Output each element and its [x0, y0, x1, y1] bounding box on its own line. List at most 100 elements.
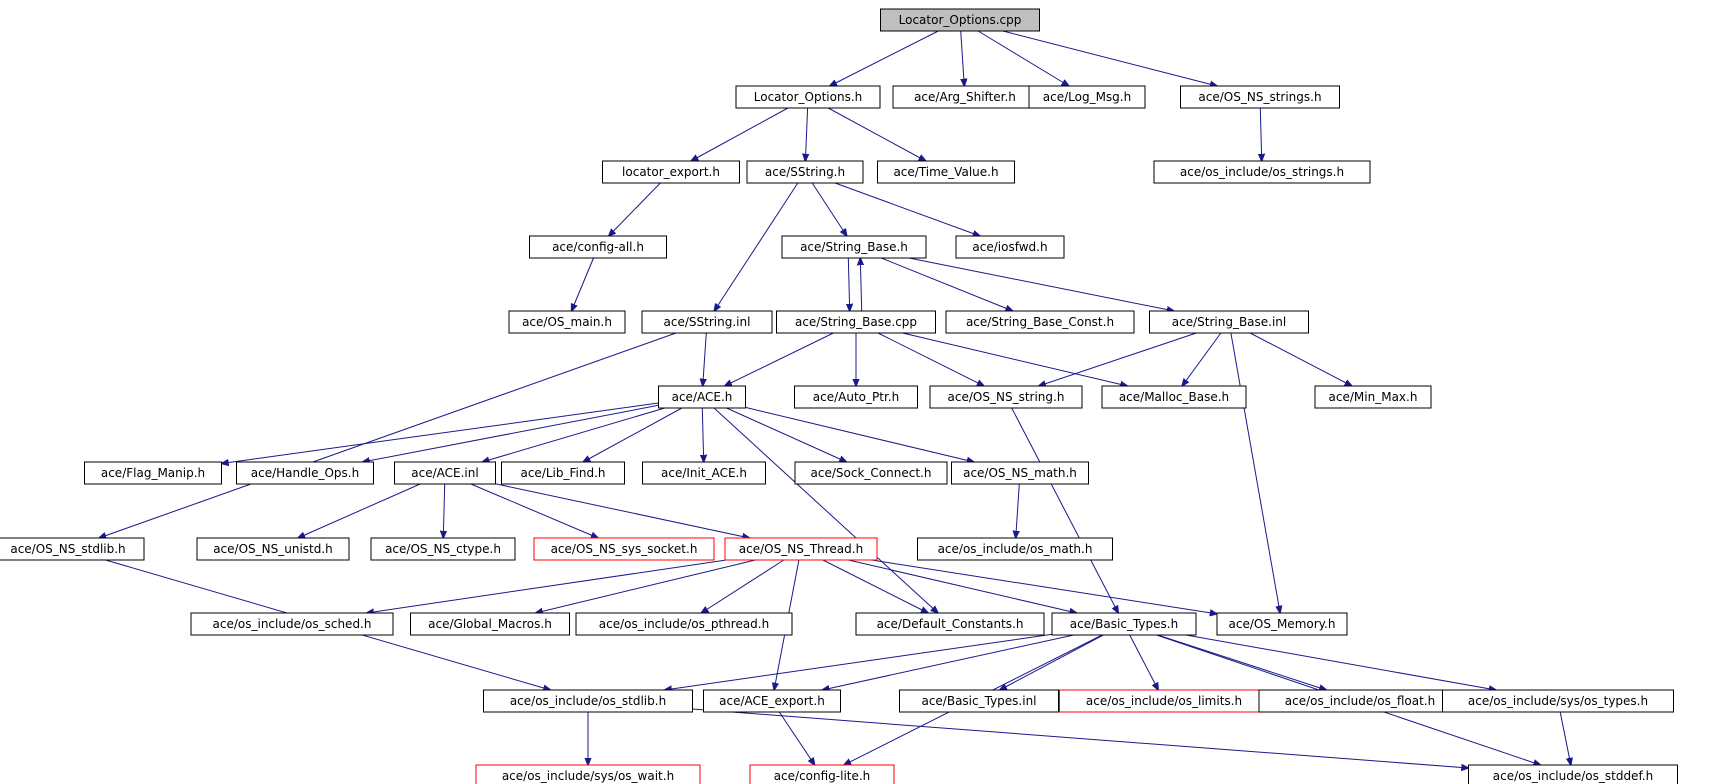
- edge-ace_h-to-lib_find: [583, 407, 683, 462]
- node-sstring-h[interactable]: ace/SString.h: [746, 160, 864, 184]
- node-config-all[interactable]: ace/config-all.h: [529, 235, 667, 259]
- node-label: ace/OS_NS_math.h: [963, 466, 1077, 480]
- node-label: ace/os_include/os_stdlib.h: [510, 694, 666, 708]
- node-handle-ops[interactable]: ace/Handle_Ops.h: [236, 461, 374, 485]
- node-root[interactable]: Locator_Options.cpp: [880, 8, 1040, 32]
- node-os-ns-sys-socket[interactable]: ace/OS_NS_sys_socket.h: [533, 537, 715, 561]
- node-box: [724, 537, 878, 561]
- edge-string_base_cpp-to-string_base_h: [860, 258, 861, 312]
- node-box: [508, 310, 626, 334]
- node-flag-manip[interactable]: ace/Flag_Manip.h: [84, 461, 222, 485]
- node-label: ace/os_include/os_strings.h: [1180, 165, 1344, 179]
- node-basic-types-inl[interactable]: ace/Basic_Types.inl: [899, 689, 1059, 713]
- node-label: ace/Arg_Shifter.h: [914, 90, 1016, 104]
- node-os-ns-strings[interactable]: ace/OS_NS_strings.h: [1180, 85, 1340, 109]
- node-label: ace/os_include/os_math.h: [938, 542, 1093, 556]
- node-label: ace/Lib_Find.h: [520, 466, 605, 480]
- node-label: ace/String_Base_Const.h: [966, 315, 1114, 329]
- node-os-math-inc[interactable]: ace/os_include/os_math.h: [917, 537, 1113, 561]
- node-os-ns-string[interactable]: ace/OS_NS_string.h: [929, 385, 1083, 409]
- node-lib-find[interactable]: ace/Lib_Find.h: [501, 461, 625, 485]
- node-string-base-cpp[interactable]: ace/String_Base.cpp: [776, 310, 936, 334]
- edge-ace_h-to-os_ns_math: [745, 406, 975, 462]
- node-string-base-h[interactable]: ace/String_Base.h: [781, 235, 927, 259]
- node-os-ns-stdlib[interactable]: ace/OS_NS_stdlib.h: [0, 537, 145, 561]
- node-os-stdlib-inc[interactable]: ace/os_include/os_stdlib.h: [483, 689, 693, 713]
- node-box: [1028, 85, 1146, 109]
- node-box: [703, 689, 841, 713]
- node-string-base-inl[interactable]: ace/String_Base.inl: [1149, 310, 1309, 334]
- node-os-ns-unistd[interactable]: ace/OS_NS_unistd.h: [196, 537, 350, 561]
- node-locator-export[interactable]: locator_export.h: [602, 160, 740, 184]
- node-ace-export[interactable]: ace/ACE_export.h: [703, 689, 841, 713]
- node-log-msg[interactable]: ace/Log_Msg.h: [1028, 85, 1146, 109]
- node-label: ace/OS_NS_unistd.h: [213, 542, 333, 556]
- node-box: [1442, 689, 1674, 713]
- edge-sstring_h-to-sstring_inl: [714, 182, 799, 311]
- edge-os_ns_thread-to-os_memory: [871, 559, 1218, 614]
- node-os-ns-ctype[interactable]: ace/OS_NS_ctype.h: [370, 537, 516, 561]
- node-box: [483, 689, 693, 713]
- node-os-pthread[interactable]: ace/os_include/os_pthread.h: [575, 612, 793, 636]
- node-min-max[interactable]: ace/Min_Max.h: [1314, 385, 1432, 409]
- node-label: ace/OS_NS_strings.h: [1198, 90, 1321, 104]
- node-os-strings-inc[interactable]: ace/os_include/os_strings.h: [1153, 160, 1371, 184]
- node-global-macros[interactable]: ace/Global_Macros.h: [410, 612, 570, 636]
- node-box: [236, 461, 374, 485]
- node-box: [1180, 85, 1340, 109]
- node-box: [794, 461, 948, 485]
- node-os-types[interactable]: ace/os_include/sys/os_types.h: [1442, 689, 1674, 713]
- node-label: ace/OS_NS_Thread.h: [739, 542, 863, 556]
- node-os-wait[interactable]: ace/os_include/sys/os_wait.h: [475, 764, 701, 784]
- edge-os_ns_thread-to-default_constants: [822, 559, 928, 613]
- node-os-main[interactable]: ace/OS_main.h: [508, 310, 626, 334]
- edge-locator_export-to-config_all: [609, 182, 661, 236]
- edge-basic_types_h-to-os_float: [1157, 634, 1327, 690]
- node-label: ace/OS_NS_ctype.h: [385, 542, 501, 556]
- node-os-float[interactable]: ace/os_include/os_float.h: [1258, 689, 1462, 713]
- edge-string_base_inl-to-os_ns_string: [1039, 332, 1197, 386]
- node-box: [880, 8, 1040, 32]
- node-os-limits[interactable]: ace/os_include/os_limits.h: [1059, 689, 1269, 713]
- node-os-sched[interactable]: ace/os_include/os_sched.h: [190, 612, 394, 636]
- node-box: [781, 235, 927, 259]
- edge-sstring_inl-to-os_ns_stdlib: [99, 332, 677, 538]
- node-sstring-inl[interactable]: ace/SString.inl: [641, 310, 773, 334]
- node-box: [1101, 385, 1247, 409]
- node-ace-h[interactable]: ace/ACE.h: [658, 385, 746, 409]
- node-malloc-base[interactable]: ace/Malloc_Base.h: [1101, 385, 1247, 409]
- node-time-value[interactable]: ace/Time_Value.h: [877, 160, 1015, 184]
- node-box: [529, 235, 667, 259]
- node-init-ace[interactable]: ace/Init_ACE.h: [642, 461, 766, 485]
- edge-basic_types_h-to-os_types: [1185, 634, 1496, 690]
- node-label: ace/String_Base.cpp: [795, 315, 917, 329]
- edge-locopt_h-to-locator_export: [691, 107, 789, 161]
- edge-os_ns_math-to-os_math_inc: [1016, 483, 1020, 538]
- node-ace-inl[interactable]: ace/ACE.inl: [394, 461, 496, 485]
- node-label: ace/os_include/os_sched.h: [213, 617, 372, 631]
- node-label: Locator_Options.cpp: [899, 13, 1022, 27]
- node-default-constants[interactable]: ace/Default_Constants.h: [855, 612, 1045, 636]
- node-basic-types-h[interactable]: ace/Basic_Types.h: [1051, 612, 1197, 636]
- node-auto-ptr[interactable]: ace/Auto_Ptr.h: [794, 385, 918, 409]
- node-os-ns-thread[interactable]: ace/OS_NS_Thread.h: [724, 537, 878, 561]
- edge-string_base_cpp-to-ace_h: [725, 332, 834, 386]
- node-os-stddef[interactable]: ace/os_include/os_stddef.h: [1468, 764, 1678, 784]
- edge-root-to-locopt_h: [830, 30, 939, 86]
- node-box: [658, 385, 746, 409]
- edge-sstring_h-to-iosfwd: [834, 182, 980, 236]
- node-os-memory[interactable]: ace/OS_Memory.h: [1216, 612, 1348, 636]
- node-iosfwd[interactable]: ace/iosfwd.h: [955, 235, 1065, 259]
- node-locopt-h[interactable]: Locator_Options.h: [735, 85, 881, 109]
- node-sock-connect[interactable]: ace/Sock_Connect.h: [794, 461, 948, 485]
- edge-string_base_inl-to-min_max: [1249, 332, 1352, 386]
- node-label: ace/OS_NS_string.h: [948, 390, 1065, 404]
- node-arg-shifter[interactable]: ace/Arg_Shifter.h: [892, 85, 1038, 109]
- node-string-base-const[interactable]: ace/String_Base_Const.h: [945, 310, 1135, 334]
- node-config-lite[interactable]: ace/config-lite.h: [749, 764, 895, 784]
- node-box: [0, 537, 145, 561]
- edge-root-to-os_ns_strings: [1002, 30, 1217, 86]
- node-box: [501, 461, 625, 485]
- node-os-ns-math[interactable]: ace/OS_NS_math.h: [951, 461, 1089, 485]
